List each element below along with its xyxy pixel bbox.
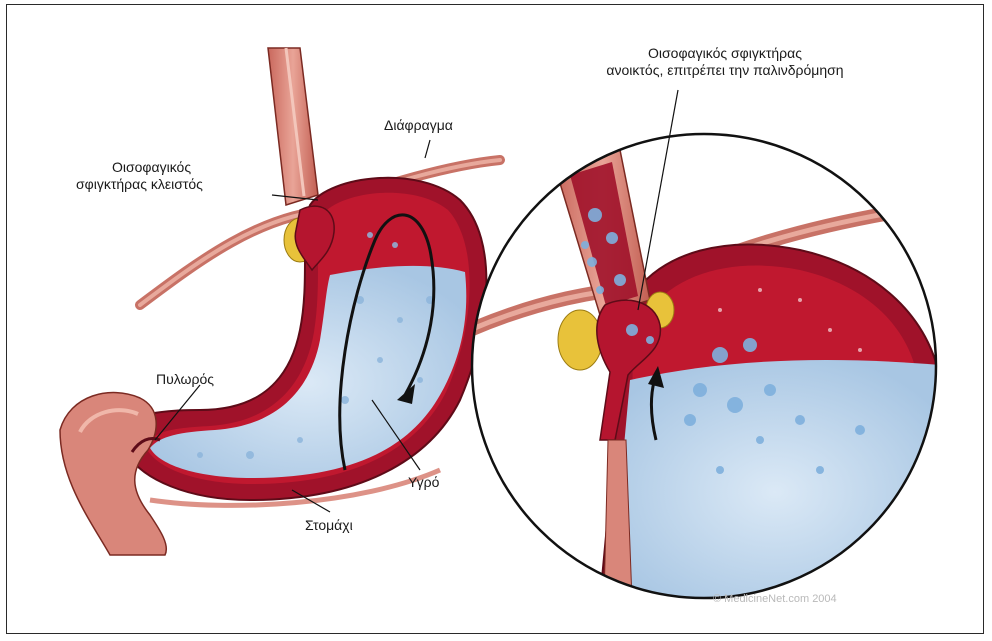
label-lower-sphincter-closed-line1: Οισοφαγικός	[76, 159, 203, 176]
label-lower-sphincter-closed: Οισοφαγικός σφιγκτήρας κλειστός	[76, 159, 203, 193]
label-sphincter-open-line2: ανοικτός, επιτρέπει την παλινδρόμηση	[555, 62, 895, 79]
label-diaphragm: Διάφραγμα	[384, 117, 453, 134]
copyright-credit: © MedicineNet.com 2004	[713, 593, 837, 605]
label-pylorus: Πυλωρός	[156, 371, 214, 388]
label-stomach: Στομάχι	[305, 517, 353, 534]
label-sphincter-open-line1: Οισοφαγικός σφιγκτήρας	[555, 45, 895, 62]
label-fluid: Υγρό	[408, 474, 439, 491]
zoom-circle	[470, 134, 940, 600]
esophagus	[268, 48, 318, 205]
label-sphincter-open: Οισοφαγικός σφιγκτήρας ανοικτός, επιτρέπ…	[555, 45, 895, 79]
label-lower-sphincter-closed-line2: σφιγκτήρας κλειστός	[76, 176, 203, 193]
